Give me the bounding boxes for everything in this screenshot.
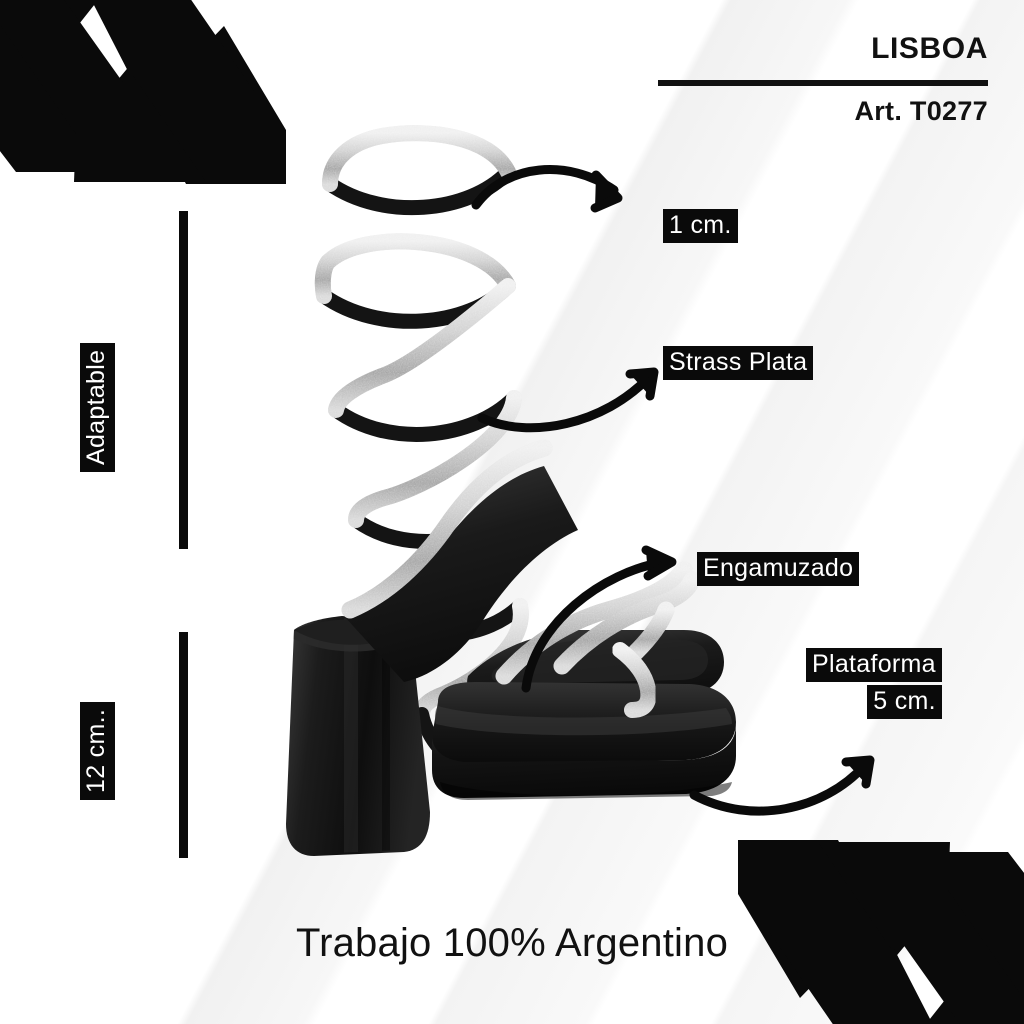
callout-platform: Plataforma — [806, 648, 942, 682]
footer-tagline: Trabajo 100% Argentino — [295, 921, 729, 965]
dimension-bar-adaptable — [179, 211, 188, 549]
dimension-label-adaptable: Adaptable — [80, 342, 115, 472]
brand-logo-mark-bottom-right — [738, 795, 1024, 1024]
platform-sole — [432, 682, 736, 800]
article-code: Art. T0277 — [854, 96, 988, 126]
callout-upper-finish: Engamuzado — [697, 552, 860, 586]
header: LISBOA Art. T0277 — [658, 34, 988, 125]
callout-platform-size: 5 cm. — [867, 685, 942, 719]
callout-platform-group: Plataforma 5 cm. — [806, 648, 942, 722]
dimension-bar-heel-height — [179, 632, 188, 858]
dimension-label-heel-height: 12 cm.. — [80, 701, 115, 800]
brand-logo-mark-top-left — [0, 0, 286, 229]
callout-strap-material: Strass Plata — [663, 346, 814, 380]
brand-name: LISBOA — [871, 32, 988, 65]
callout-strap-width: 1 cm. — [663, 209, 738, 243]
header-divider — [658, 80, 988, 86]
